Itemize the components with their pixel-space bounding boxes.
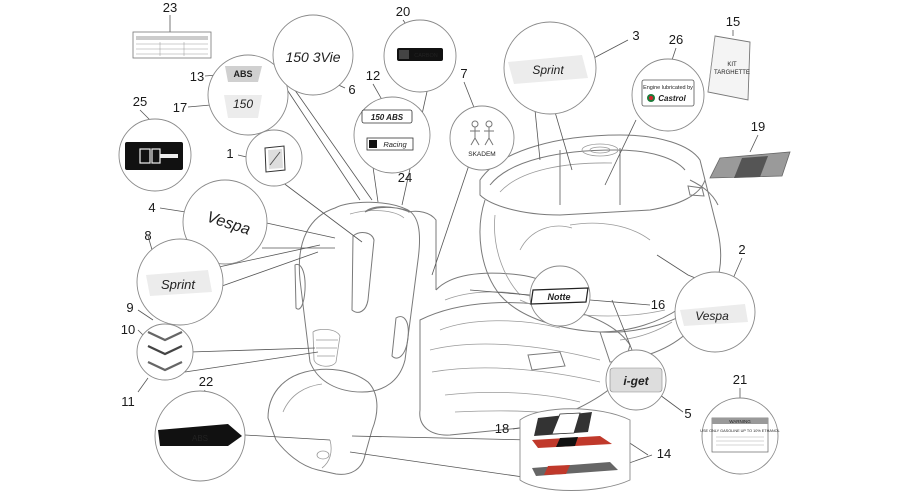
sprint-front-decal: Sprint [161,277,196,292]
part-15-kit-sheet: KIT TARGHETTE [707,35,751,101]
callout-22: 22 [199,374,213,389]
part-1-detail-circle [245,129,303,187]
callout-17: 17 [173,100,187,115]
callout-23: 23 [163,0,177,15]
part-3-detail-circle: Sprint [503,21,597,115]
warning-text: USE ONLY GASOLINE UP TO 10% ETHANOL [700,429,779,433]
callout-24: 24 [398,170,412,185]
scooter-drawing [267,134,722,475]
callout-1: 1 [226,146,233,161]
callout-6: 6 [348,82,355,97]
engine-150-decal: 150 [233,97,253,111]
part-21-detail-circle: WARNING USE ONLY GASOLINE UP TO 10% ETHA… [700,397,780,475]
warning-title: WARNING [729,419,751,424]
part-6-detail-circle: 150 3Vie [272,14,354,96]
vespa-side-decal: Vespa [695,309,729,323]
part-20-detail-circle: CARBON [383,19,457,93]
callout-18: 18 [495,421,509,436]
callout-16: 16 [651,297,665,312]
sprint-side-decal: Sprint [532,63,564,77]
part-5-detail-circle: i-get [605,349,667,411]
targhette-text: TARGHETTE [714,70,750,76]
carbon-decal: CARBON [414,53,438,59]
callout-13: 13 [190,69,204,84]
part-23-info-label [132,31,212,59]
callout-9: 9 [126,300,133,315]
callout-numbers: 23 20 15 3 26 13 12 7 6 25 17 19 1 24 4 … [121,0,765,461]
callout-14: 14 [657,446,671,461]
callout-11: 11 [121,394,135,409]
abs-small-decal: ABS [233,69,252,79]
part-19-stripe-decal [709,151,791,179]
part-12-24-detail-circle: 150 ABS Racing [353,96,431,174]
racing-decal: Racing [383,140,407,149]
callout-15: 15 [726,14,740,29]
castrol-top-text: Engine lubricated by [643,85,693,91]
part-16-detail-circle: Notte [529,265,591,327]
part-13-17-detail-circle: ABS 150 [207,54,289,136]
callout-21: 21 [733,372,747,387]
iget-decal: i-get [623,374,649,388]
callout-25: 25 [133,94,147,109]
part-22-detail-circle: ABS [154,390,246,482]
part-26-detail-circle: Engine lubricated by Castrol [631,58,705,132]
kit-text: KIT [727,62,737,68]
notte-decal: Notte [548,292,571,302]
callout-20: 20 [396,4,410,19]
callout-10: 10 [121,322,135,337]
badge-150-3vie: 150 3Vie [285,49,340,65]
abs-black-decal: ABS [192,434,208,443]
part-14-18-detail-circle [519,408,631,491]
callout-19: 19 [751,119,765,134]
part-2-detail-circle: Vespa [674,271,756,353]
part-4-detail-circle: Vespa [182,179,268,265]
callout-26: 26 [669,32,683,47]
callout-12: 12 [366,68,380,83]
callout-3: 3 [632,28,639,43]
skadem-decal: SKADEM [468,151,495,158]
part-7-detail-circle: SKADEM [449,105,515,171]
callout-4: 4 [148,200,155,215]
part-8-detail-circle: Sprint [136,238,224,326]
part-25-detail-circle [118,118,192,192]
callout-2: 2 [738,242,745,257]
castrol-brand-text: Castrol [658,94,686,103]
callout-5: 5 [684,406,691,421]
abs-150-decal: 150 ABS [371,113,404,122]
callout-8: 8 [144,228,151,243]
callout-7: 7 [460,66,467,81]
part-9-10-11-detail-circle [136,323,194,381]
